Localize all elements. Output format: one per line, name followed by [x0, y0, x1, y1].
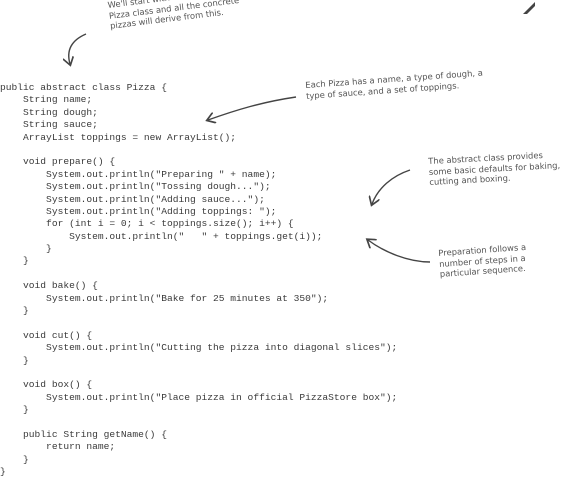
- code-line: [0, 317, 397, 329]
- code-line: }: [0, 255, 29, 267]
- arrow-to-loop: [368, 240, 431, 263]
- code-line: [0, 268, 397, 280]
- code-line: System.out.println("Preparing " + name);: [0, 168, 277, 180]
- code-line: System.out.println("Place pizza in offic…: [0, 391, 398, 403]
- code-line: [0, 417, 397, 429]
- code-line: System.out.println("Adding sauce...");: [0, 193, 265, 205]
- code-line: void prepare() {: [0, 156, 116, 168]
- code-line: public String getName() {: [0, 428, 167, 440]
- arrow-to-prepare-defaults: [372, 169, 411, 204]
- code-line: public abstract class Pizza {: [0, 82, 167, 93]
- code-line: }: [0, 453, 29, 465]
- code-line: void bake() {: [0, 280, 98, 292]
- code-line: return name;: [0, 441, 116, 453]
- corner-pencil-icon: [523, 2, 535, 14]
- code-line: System.out.println("Bake for 25 minutes …: [0, 292, 329, 304]
- code-listing: public abstract class Pizza { String nam…: [0, 82, 397, 479]
- code-line: System.out.println("Cutting the pizza in…: [0, 342, 398, 354]
- code-line: }: [0, 354, 29, 366]
- arrow-to-class: [69, 33, 87, 64]
- code-line: ArrayList toppings = new ArrayList();: [0, 131, 237, 143]
- code-line: [0, 367, 397, 379]
- code-line: String dough;: [0, 106, 98, 118]
- code-line: String sauce;: [0, 119, 98, 131]
- code-line: String name;: [0, 94, 93, 106]
- code-line: System.out.println("Tossing dough...");: [0, 181, 271, 193]
- code-line: }: [0, 404, 29, 416]
- code-line: System.out.println("Adding toppings: ");: [0, 205, 277, 217]
- code-line: void cut() {: [0, 329, 93, 341]
- code-line: System.out.println(" " + toppings.get(i)…: [0, 230, 323, 242]
- code-line: [0, 144, 397, 156]
- code-line: for (int i = 0; i < toppings.size(); i++…: [0, 218, 294, 230]
- code-line: void box() {: [0, 379, 93, 391]
- code-line: }: [0, 466, 6, 478]
- arrow-to-fields: [208, 96, 297, 120]
- code-line: }: [0, 305, 29, 317]
- code-line: }: [0, 243, 52, 255]
